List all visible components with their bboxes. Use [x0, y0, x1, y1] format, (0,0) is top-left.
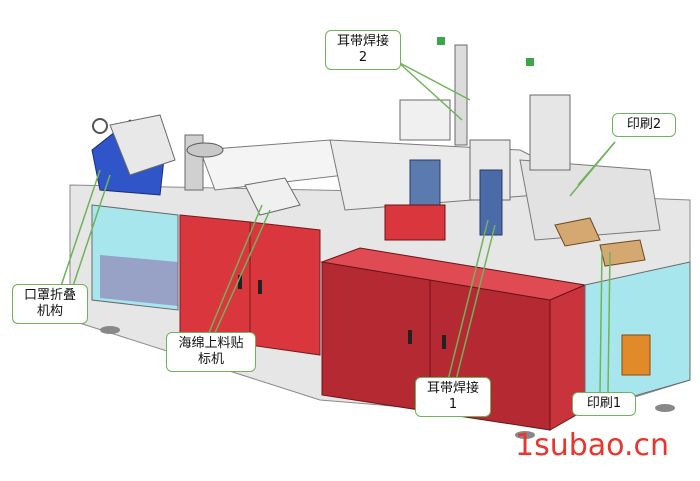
callout-print-1-line1: 印刷1 — [586, 396, 622, 411]
print-head-tan — [554, 217, 601, 247]
fold-handle-ring — [92, 118, 108, 134]
callout-print-1: 印刷1 — [572, 392, 636, 416]
roller — [186, 142, 224, 158]
leader-ear-weld-2 — [397, 61, 471, 101]
orange-box — [621, 334, 651, 376]
leg-foot-2 — [515, 431, 535, 439]
sponge-feeder — [244, 177, 301, 216]
red-door-right — [249, 221, 321, 356]
callout-sponge-label-line1: 海绵上料贴 — [178, 336, 244, 351]
green-knob-1 — [437, 37, 445, 45]
leg-foot-3 — [655, 404, 675, 412]
callout-ear-weld-2-line1: 耳带焊接 — [336, 34, 389, 49]
leader-mask-fold — [69, 174, 111, 296]
cabinet-handle-1 — [408, 330, 412, 344]
door-handle-2 — [258, 280, 262, 294]
leader-ear-weld-1 — [447, 219, 489, 381]
leader-lines — [57, 61, 616, 393]
cabinet-handle-2 — [442, 335, 446, 349]
watermark: 1subao.cn — [515, 428, 670, 463]
callout-sponge-label-line2: 标机 — [197, 352, 224, 367]
leader-sponge — [207, 204, 263, 336]
door-handle-1 — [238, 275, 242, 289]
leader-print-1b — [607, 251, 611, 393]
leader-ear-weld-2b — [397, 61, 463, 121]
callout-ear-weld-1-line1: 耳带焊接 — [426, 381, 479, 396]
callout-ear-weld-2-line2: 2 — [358, 50, 368, 65]
weld1-column — [479, 169, 503, 236]
weld2-head — [399, 99, 451, 141]
weld-red-block — [384, 204, 446, 241]
print-platform — [519, 159, 661, 241]
fold-guide-plate — [109, 114, 176, 176]
print-tray-tan — [599, 239, 646, 267]
leader-print-2b — [569, 141, 616, 197]
leg-foot-1 — [100, 326, 120, 334]
green-knob-2 — [526, 58, 534, 66]
callout-print-2-line1: 印刷2 — [626, 117, 662, 132]
callout-sponge-label: 海绵上料贴 标机 — [166, 332, 256, 372]
leader-mask-fold-b — [57, 169, 101, 296]
callout-ear-weld-1-line2: 1 — [448, 397, 458, 412]
callout-mask-fold-line2: 机构 — [36, 304, 63, 319]
callout-ear-weld-1: 耳带焊接 1 — [415, 377, 491, 417]
leader-ear-weld-1b — [455, 224, 496, 381]
callout-mask-fold-line1: 口罩折叠 — [23, 288, 76, 303]
callout-ear-weld-2: 耳带焊接 2 — [325, 30, 401, 70]
printer-column — [529, 94, 571, 171]
leader-print-1 — [599, 249, 603, 393]
callout-mask-fold: 口罩折叠 机构 — [12, 284, 88, 324]
left-inner-shadow — [100, 255, 178, 306]
leader-sponge-b — [213, 209, 271, 336]
callout-print-2: 印刷2 — [612, 113, 676, 137]
